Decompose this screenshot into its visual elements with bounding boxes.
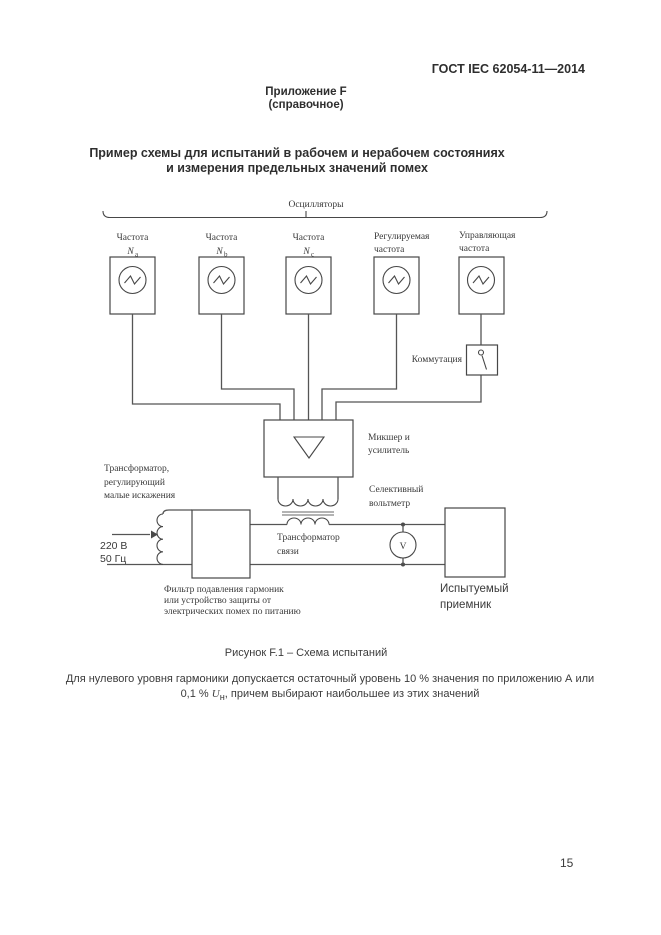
page-title-line2: и измерения предельных значений помех (166, 161, 428, 175)
receiver-under-test: Испытуемый приемник (440, 507, 509, 611)
oscillator-label: Частота (117, 233, 150, 243)
oscillator-label-line1: Регулируемая (374, 232, 430, 242)
regulating-transformer-label-line3: малые искажения (104, 491, 176, 501)
sine-source-icon (466, 265, 496, 295)
wire-osc4-mixer (321, 314, 398, 420)
page-title: Пример схемы для испытаний в рабочем и н… (0, 146, 594, 176)
mixer-label-line2: усилитель (368, 446, 410, 456)
sine-source-icon (382, 265, 411, 295)
sine-source-icon (294, 265, 323, 295)
oscillator-label-line1: Управляющая (459, 231, 516, 241)
regulating-transformer-label-line2: регулирующий (104, 477, 165, 488)
sine-source-icon (207, 265, 236, 295)
wire-variac-filter (162, 509, 192, 515)
receiver-label-line2: приемник (440, 599, 492, 611)
receiver-label-line1: Испытуемый (440, 583, 509, 595)
appendix-heading: Приложение F (справочное) (0, 86, 612, 112)
oscillator-label: Частота (206, 233, 239, 243)
frequency-symbol: N (302, 247, 310, 257)
switch-contact-icon (477, 349, 485, 356)
oscillator-frequency-nc: Частота N c (285, 233, 332, 315)
regulating-transformer: Трансформатор, регулирующий малые искаже… (100, 463, 192, 565)
oscillator-frequency-na: Частота N a (109, 233, 156, 315)
oscillator-box (109, 256, 156, 315)
frequency-subscript: a (135, 251, 139, 259)
voltmeter-label-line2: вольтметр (369, 499, 410, 509)
oscillator-label-line2: частота (374, 245, 405, 255)
coupling-transformer-label-line1: Трансформатор (277, 532, 340, 543)
mixer-label-line1: Микшер и (368, 433, 410, 443)
appendix-name: Приложение F (265, 86, 347, 98)
sine-wave-icon (124, 275, 141, 285)
u-symbol: U (211, 687, 220, 700)
selective-voltmeter: Селективный вольтметр V (369, 484, 423, 567)
filter-box (191, 509, 251, 579)
filter-label-line2: или устройство защиты от (164, 595, 272, 606)
mixer-amplifier: Микшер и усилитель (263, 419, 410, 478)
u-subscript: н (219, 691, 225, 702)
note-line2-post: , причем выбирают наибольшее из этих зна… (224, 687, 480, 700)
note-line1: Для нулевого уровня гармоники допускаетс… (65, 673, 595, 685)
mixer-box (263, 419, 354, 478)
harmonic-filter: Фильтр подавления гармоник или устройств… (164, 509, 301, 617)
sine-wave-icon (388, 275, 405, 285)
voltmeter-symbol: V (400, 542, 407, 552)
commutation-switch: Коммутация (412, 344, 499, 376)
oscillator-label: Частота (293, 233, 326, 243)
voltmeter-label-line1: Селективный (369, 484, 423, 495)
wire-osc2-mixer (220, 314, 295, 420)
switch-label: Коммутация (412, 355, 463, 365)
appendix-type: (справочное) (268, 99, 344, 111)
transformer-core-icon (282, 511, 334, 516)
switch-lever-icon (481, 355, 488, 370)
receiver-box (444, 507, 506, 578)
note-paragraph: Для нулевого уровня гармоники допускаетс… (10, 672, 650, 704)
note-line2: 0,1 % Uн, причем выбирают наибольшее из … (10, 687, 650, 705)
sine-wave-icon (213, 275, 230, 285)
sine-wave-icon (300, 275, 317, 285)
oscillator-box (458, 256, 505, 315)
coupling-transformer: Трансформатор связи (277, 477, 340, 557)
oscillator-frequency-nb: Частота N b (198, 233, 245, 315)
variac-coil-icon (156, 513, 164, 565)
switch-box (465, 344, 499, 376)
voltmeter-circle-icon (389, 531, 417, 559)
oscillators-brace (102, 210, 548, 219)
coupling-transformer-label-line2: связи (277, 547, 299, 557)
tap-arrow-icon (151, 530, 158, 539)
wire-switch-mixer (335, 375, 482, 420)
frequency-symbol: N (126, 247, 134, 257)
page-title-line1: Пример схемы для испытаний в рабочем и н… (89, 146, 505, 160)
oscillator-control-frequency: Управляющая частота (458, 231, 516, 315)
amplifier-triangle-icon (292, 436, 326, 459)
filter-label-line1: Фильтр подавления гармоник (164, 585, 284, 595)
transformer-secondary-coil-icon (286, 517, 330, 525)
frequency-subscript: c (311, 251, 314, 259)
oscillator-box (373, 256, 420, 315)
figure-caption: Рисунок F.1 – Схема испытаний (224, 647, 388, 659)
note-line2-pre: 0,1 % (180, 687, 212, 700)
oscillator-adjustable-frequency: Регулируемая частота (373, 232, 430, 315)
sine-wave-icon (472, 275, 490, 285)
standard-number: ГОСТ IEC 62054-11—2014 (431, 62, 585, 76)
wire-osc1-mixer (131, 314, 281, 420)
oscillator-box (285, 256, 332, 315)
frequency-symbol: N (215, 247, 223, 257)
frequency-subscript: b (224, 251, 228, 259)
mains-frequency-label: 50 Гц (100, 553, 126, 565)
page-number: 15 (560, 856, 574, 870)
filter-label-line3: электрических помех по питанию (164, 607, 301, 617)
oscillator-box (198, 256, 245, 315)
sine-source-icon (118, 265, 147, 295)
mains-voltage-label: 220 В (100, 540, 127, 552)
oscillators-group-label: Осцилляторы (288, 200, 344, 210)
oscillator-label-line2: частота (459, 244, 490, 254)
transformer-primary-coil-icon (277, 498, 339, 507)
regulating-transformer-label-line1: Трансформатор, (104, 463, 169, 474)
